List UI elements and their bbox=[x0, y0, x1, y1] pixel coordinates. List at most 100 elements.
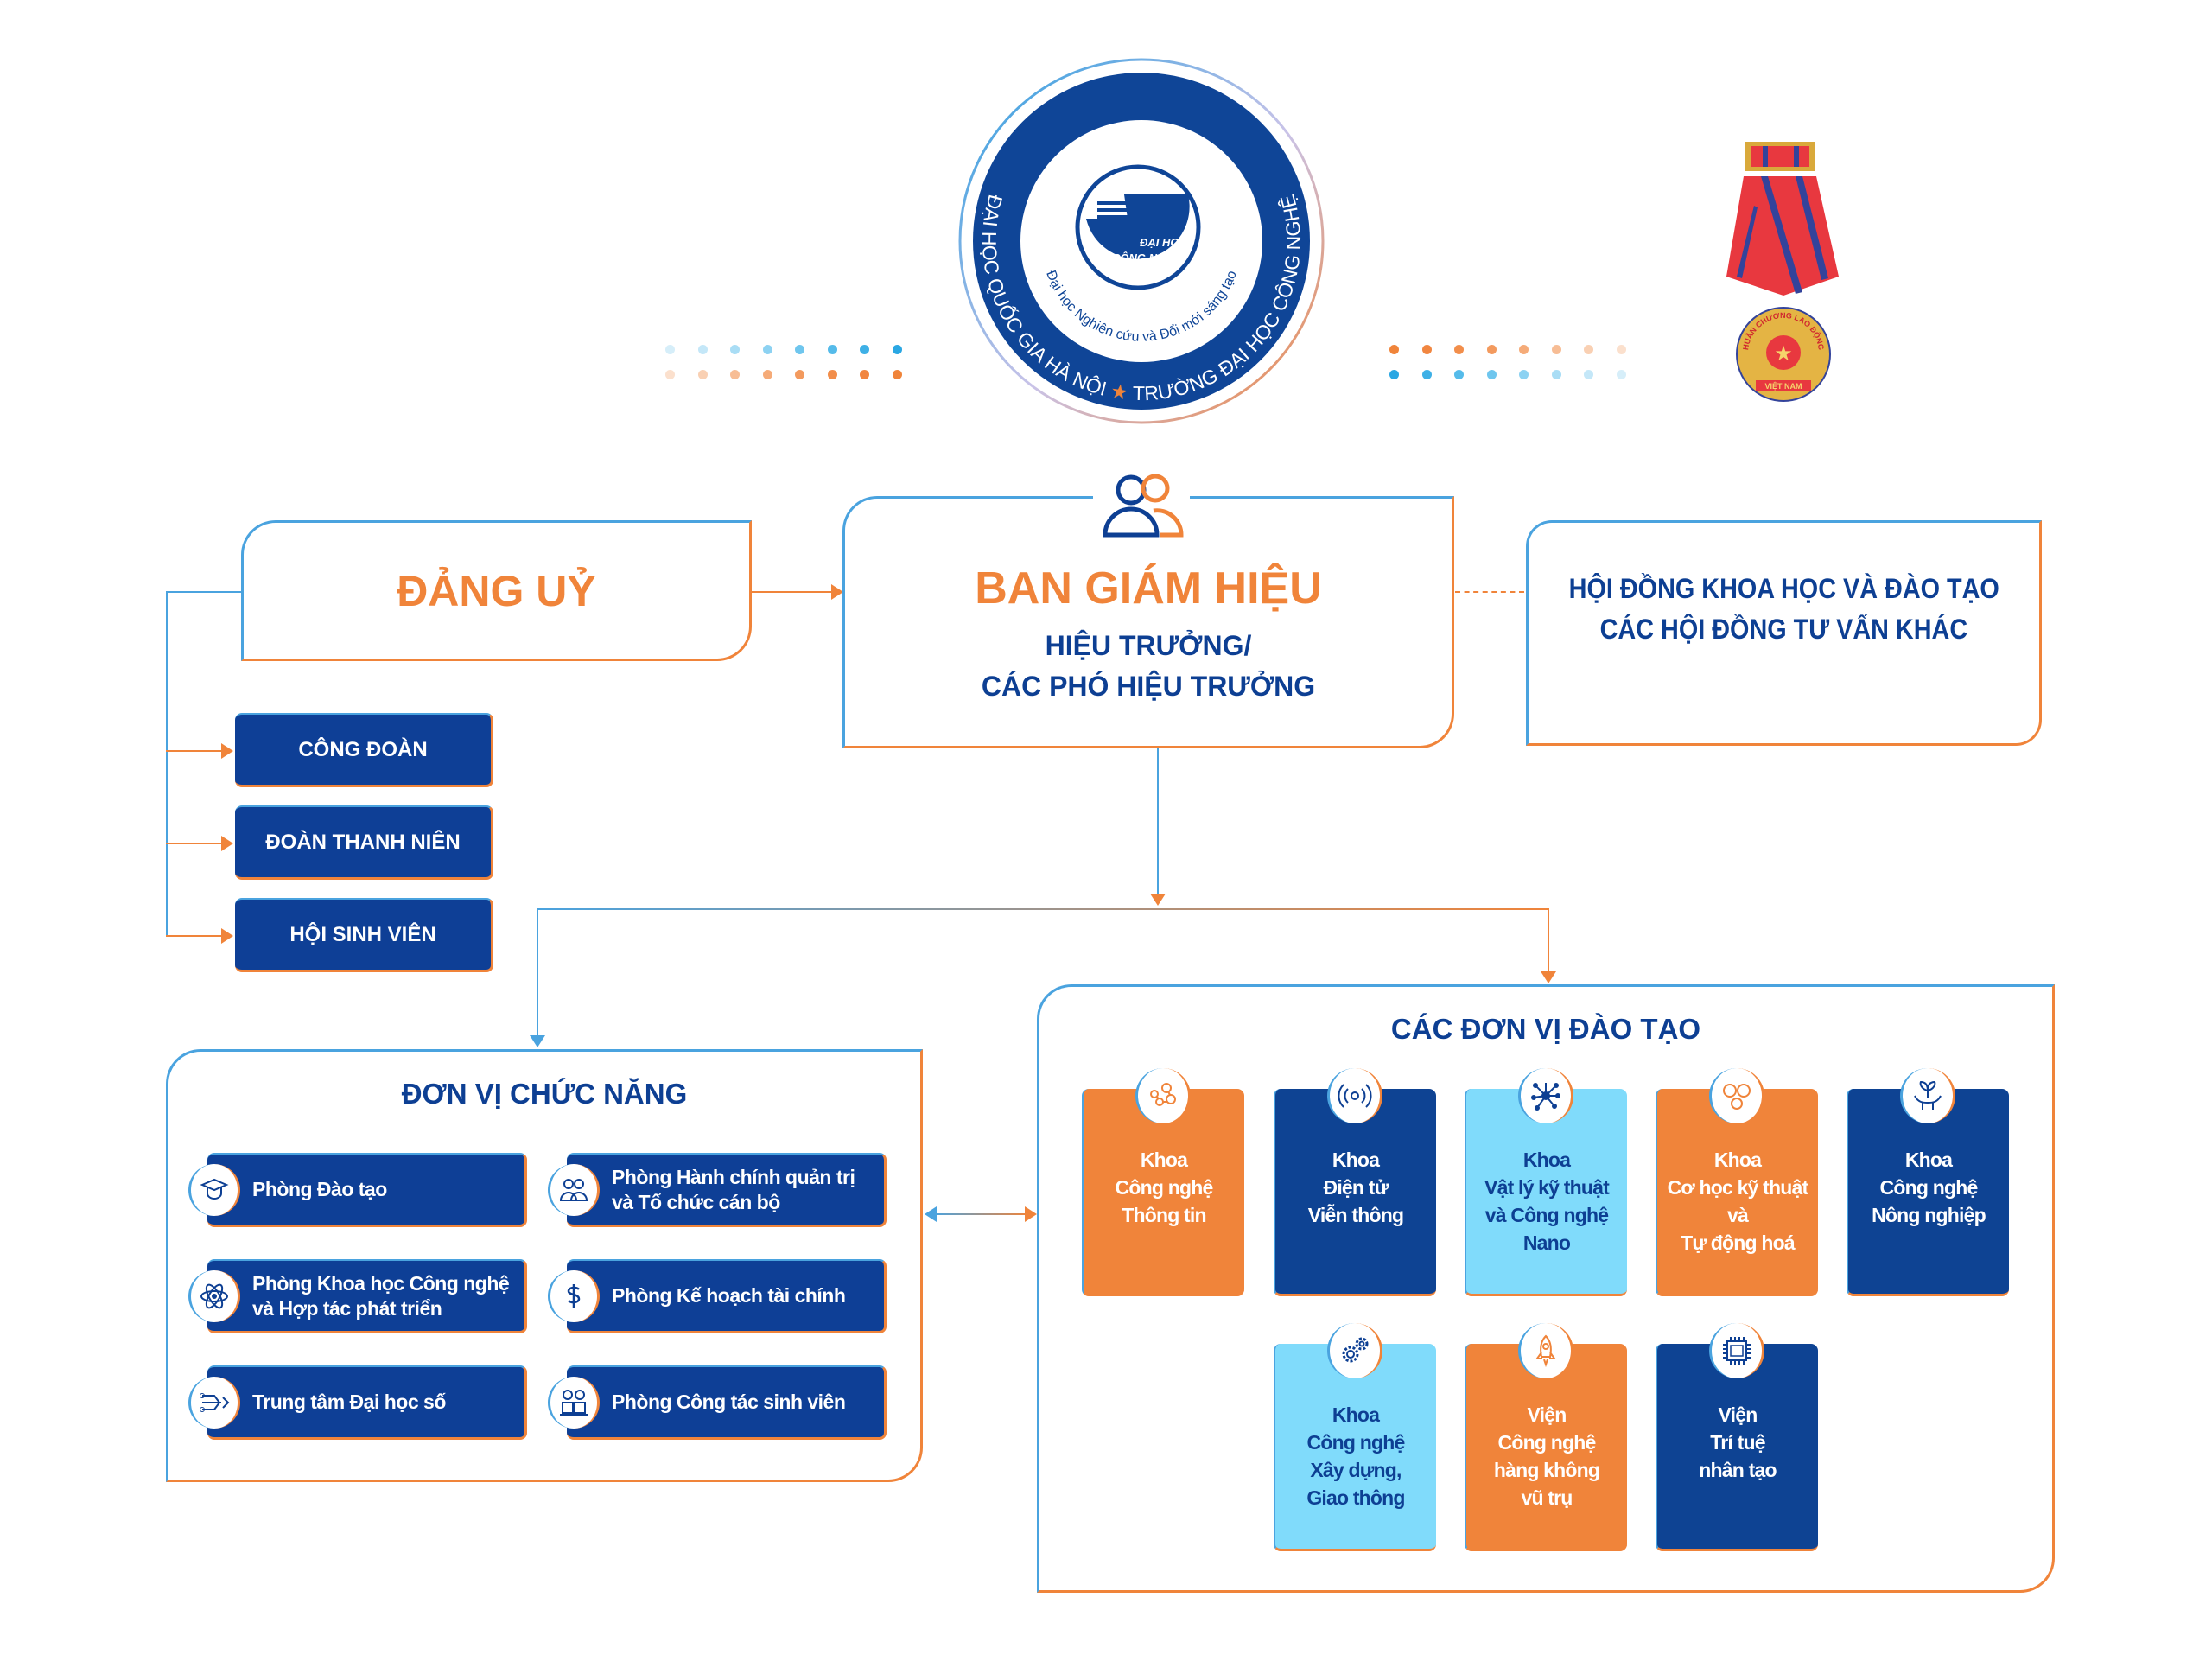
training-unit-line: nhân tạo bbox=[1699, 1459, 1777, 1481]
arrow-head-icon bbox=[831, 584, 843, 600]
decorative-dot bbox=[860, 345, 869, 354]
decorative-dot bbox=[1454, 345, 1464, 354]
training-unit-line: Khoa bbox=[1904, 1149, 1953, 1171]
decorative-dot bbox=[860, 370, 869, 379]
training-unit-line: Viễn thông bbox=[1307, 1204, 1404, 1226]
people-icon bbox=[1093, 471, 1190, 538]
functional-unit-item[interactable]: Phòng Công tác sinh viên bbox=[567, 1365, 887, 1440]
labor-medal: HUÂN CHƯƠNG LAO ĐỘNG ★ VIỆT NAM bbox=[1719, 138, 1849, 408]
decorative-dot bbox=[1616, 345, 1626, 354]
university-logo: ĐẠI HỌC QUỐC GIA HÀ NỘI ★ TRƯỜNG ĐẠI HỌC… bbox=[955, 54, 1328, 428]
training-unit-line: Điện tử bbox=[1323, 1176, 1389, 1199]
decorative-dot bbox=[1421, 370, 1432, 379]
bgh-line2: CÁC PHÓ HIỆU TRƯỞNG bbox=[981, 671, 1316, 702]
connector-bgh-to-hoidong bbox=[1455, 591, 1524, 595]
star-icon: ★ bbox=[1103, 379, 1134, 404]
training-unit-line: Khoa bbox=[1332, 1149, 1380, 1171]
decorative-dot bbox=[1486, 345, 1497, 354]
decorative-dot bbox=[1486, 370, 1497, 379]
functional-unit-item[interactable]: Phòng Hành chính quản trị và Tổ chức cán… bbox=[567, 1153, 887, 1227]
decorative-dot bbox=[795, 345, 804, 354]
training-unit-line: Cơ học kỹ thuật bbox=[1667, 1176, 1809, 1199]
training-unit-line: Thông tin bbox=[1122, 1204, 1206, 1226]
arrow-head-icon bbox=[530, 1035, 545, 1047]
decorative-dot bbox=[762, 345, 772, 354]
functional-unit-item[interactable]: Phòng Kế hoạch tài chính bbox=[567, 1259, 887, 1333]
arrow-head-icon bbox=[925, 1206, 937, 1222]
bgh-line1: HIỆU TRƯỞNG/ bbox=[1045, 630, 1252, 661]
training-unit-line: Nông nghiệp bbox=[1872, 1204, 1986, 1226]
decorative-dot bbox=[892, 370, 902, 379]
decorative-dot bbox=[1551, 370, 1561, 379]
org-cong-doan[interactable]: CÔNG ĐOÀN bbox=[235, 713, 493, 787]
training-unit-line: Khoa bbox=[1140, 1149, 1188, 1171]
training-unit-line: Công nghệ bbox=[1115, 1176, 1214, 1199]
functional-unit-label: Phòng Công tác sinh viên bbox=[612, 1391, 846, 1413]
arrow-head-icon bbox=[221, 836, 233, 851]
arrow-head-icon bbox=[221, 928, 233, 944]
people-icon bbox=[548, 1164, 600, 1216]
functional-unit-label: Trung tâm Đại học số bbox=[252, 1391, 446, 1413]
decorative-dot bbox=[892, 345, 902, 354]
functional-unit-item[interactable]: Trung tâm Đại học số bbox=[207, 1365, 527, 1440]
training-unit-line: Viện bbox=[1527, 1403, 1567, 1426]
training-unit-line: Công nghệ bbox=[1306, 1431, 1406, 1454]
decorative-dot bbox=[1389, 370, 1399, 379]
signal-icon bbox=[1327, 1068, 1382, 1123]
decorative-dot bbox=[1519, 370, 1529, 379]
training-unit-line: Khoa bbox=[1522, 1149, 1571, 1171]
hoi-dong-line2: CÁC HỘI ĐỒNG TƯ VẤN KHÁC bbox=[1599, 614, 1968, 645]
training-unit-line: Viện bbox=[1718, 1403, 1758, 1426]
functional-unit-item[interactable]: Phòng Khoa học Công nghệ và Hợp tác phát… bbox=[207, 1259, 527, 1333]
training-unit-line: Xây dựng, bbox=[1310, 1459, 1402, 1481]
training-unit-line: Khoa bbox=[1332, 1403, 1380, 1426]
org-label: ĐOÀN THANH NIÊN bbox=[265, 830, 461, 854]
training-unit-line: Khoa bbox=[1713, 1149, 1762, 1171]
dollar-icon bbox=[548, 1270, 600, 1322]
arrow-head-icon bbox=[1541, 971, 1556, 983]
connector-org bbox=[166, 750, 225, 752]
connector-horizontal-split bbox=[537, 908, 1548, 910]
arrow-head-icon bbox=[1025, 1206, 1037, 1222]
decorative-dot bbox=[1519, 345, 1529, 354]
training-unit-line: Giao thông bbox=[1306, 1486, 1405, 1509]
ban-giam-hieu-box: BAN GIÁM HIỆU HIỆU TRƯỞNG/ CÁC PHÓ HIỆU … bbox=[842, 496, 1454, 748]
arrow-head-icon bbox=[1150, 894, 1166, 906]
connector-functional-training bbox=[933, 1213, 1028, 1215]
decorative-dot bbox=[1389, 345, 1399, 354]
decorative-dot bbox=[827, 345, 837, 354]
training-unit-line: Nano bbox=[1522, 1231, 1571, 1254]
hoi-dong-box: HỘI ĐỒNG KHOA HỌC VÀ ĐÀO TẠO CÁC HỘI ĐỒN… bbox=[1526, 520, 2042, 746]
decorative-dot bbox=[1551, 345, 1561, 354]
functional-unit-label: Phòng Khoa học Công nghệ và Hợp tác phát… bbox=[252, 1271, 510, 1320]
functional-unit-label: Phòng Hành chính quản trị và Tổ chức cán… bbox=[612, 1165, 855, 1213]
org-doan-thanh-nien[interactable]: ĐOÀN THANH NIÊN bbox=[235, 805, 493, 880]
decorative-dot bbox=[730, 370, 740, 379]
decorative-dot bbox=[1421, 345, 1432, 354]
connector-org bbox=[166, 935, 225, 937]
functional-unit-item[interactable]: Phòng Đào tạo bbox=[207, 1153, 527, 1227]
org-hoi-sinh-vien[interactable]: HỘI SINH VIÊN bbox=[235, 898, 493, 972]
functional-unit-label: Phòng Kế hoạch tài chính bbox=[612, 1284, 846, 1307]
decorative-dot bbox=[827, 370, 837, 379]
hoi-dong-line1: HỘI ĐỒNG KHOA HỌC VÀ ĐÀO TẠO bbox=[1568, 573, 1999, 604]
medal-ribbon-text: VIỆT NAM bbox=[1764, 381, 1802, 391]
dang-uy-title: ĐẢNG UỶ bbox=[397, 566, 596, 615]
training-unit-line: Tự động hoá bbox=[1681, 1231, 1796, 1254]
training-unit-line: Vật lý kỹ thuật bbox=[1484, 1176, 1610, 1199]
org-label: CÔNG ĐOÀN bbox=[298, 737, 428, 761]
training-unit-line: Công nghệ bbox=[1879, 1176, 1979, 1199]
ai-chip-icon bbox=[1709, 1323, 1764, 1378]
plant-hands-icon bbox=[1900, 1068, 1955, 1123]
svg-text:ĐẠI HỌC: ĐẠI HỌC bbox=[1140, 236, 1188, 249]
decorative-dot bbox=[665, 345, 675, 354]
connector-org bbox=[166, 843, 225, 844]
